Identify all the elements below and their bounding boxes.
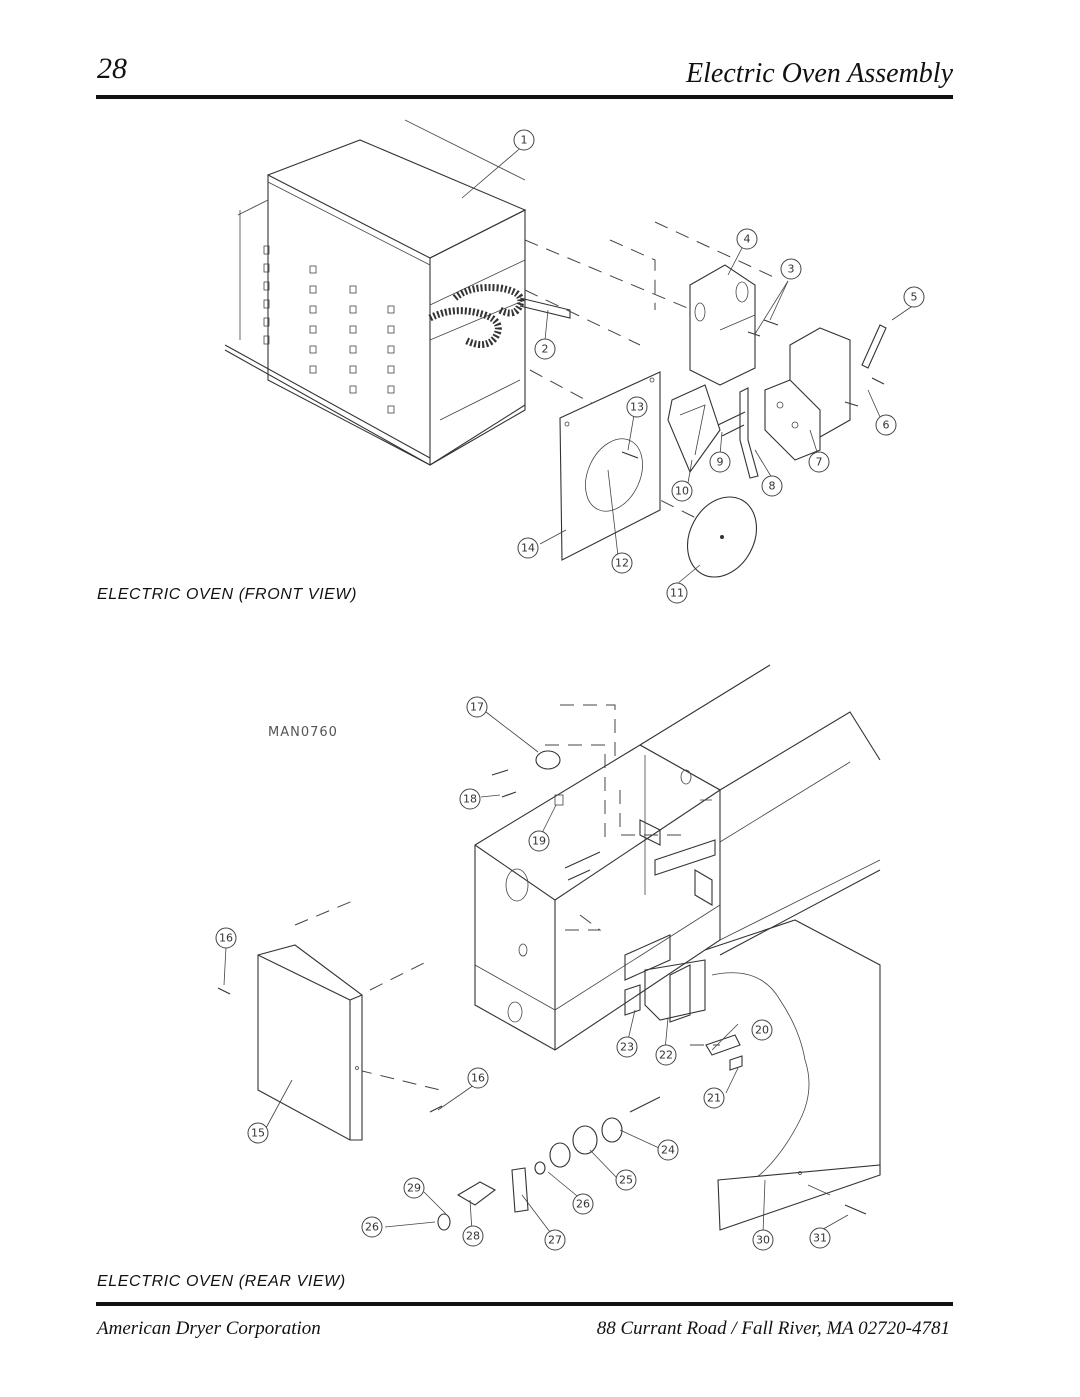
svg-text:3: 3 [788,263,795,276]
svg-text:22: 22 [659,1049,673,1062]
rear-panel-30 [717,1164,881,1231]
callout-6: 6 [875,414,897,436]
svg-text:18: 18 [463,793,477,806]
callout-1: 1 [513,129,535,151]
svg-text:16: 16 [219,932,233,945]
svg-text:20: 20 [755,1024,769,1037]
callout-9: 9 [709,451,731,473]
bracket-7 [764,379,821,461]
callout-13: 13 [626,396,648,418]
svg-text:23: 23 [620,1041,634,1054]
svg-text:4: 4 [744,233,751,246]
front-view-caption: ELECTRIC OVEN (FRONT VIEW) [97,586,358,603]
callout-27: 27 [544,1229,566,1251]
callout-18: 18 [459,788,481,810]
svg-text:16: 16 [471,1072,485,1085]
callout-26-upper: 26 [572,1193,594,1215]
control-box-internals [564,819,716,1023]
footer-rule [96,1302,953,1306]
callout-3: 3 [780,258,802,280]
heating-element-coils [428,284,571,348]
header-rule [96,95,953,99]
page-number: 28 [97,52,127,85]
svg-text:10: 10 [675,485,689,498]
svg-text:13: 13 [630,401,644,414]
callout-12: 12 [611,552,633,574]
svg-text:11: 11 [670,587,684,600]
callout-31: 31 [809,1227,831,1249]
callout-25: 25 [615,1169,637,1191]
screw-16a [217,987,231,995]
callout-8: 8 [761,475,783,497]
thermostat-17 [535,750,561,770]
callout-17: 17 [466,696,488,718]
front-view-drawing [224,119,915,585]
callout-2: 2 [534,338,556,360]
callout-15: 15 [247,1122,269,1144]
svg-text:25: 25 [619,1174,633,1187]
callout-24: 24 [657,1139,679,1161]
callout-29: 29 [403,1177,425,1199]
screw-16b [429,1105,443,1113]
callout-10: 10 [671,480,693,502]
callout-19: 19 [528,830,550,852]
bracket-8 [739,387,759,479]
svg-text:26: 26 [365,1221,379,1234]
front-panel [559,371,661,561]
svg-text:19: 19 [532,835,546,848]
svg-text:15: 15 [251,1127,265,1140]
svg-text:12: 12 [615,557,629,570]
callout-7: 7 [808,451,830,473]
svg-text:5: 5 [911,291,918,304]
screws-front [621,319,885,459]
callout-11: 11 [666,582,688,604]
svg-text:31: 31 [813,1232,827,1245]
callout-30: 30 [752,1229,774,1251]
svg-text:26: 26 [576,1198,590,1211]
svg-text:28: 28 [466,1230,480,1243]
drawing-number: MAN0760 [268,725,338,740]
footer-address: 88 Currant Road / Fall River, MA 02720-4… [596,1318,950,1339]
rear-cover-15 [257,944,363,1141]
svg-text:21: 21 [707,1092,721,1105]
callout-14: 14 [517,537,539,559]
oven-housing [224,119,527,466]
callout-22: 22 [655,1044,677,1066]
svg-text:7: 7 [816,456,823,469]
svg-text:17: 17 [470,701,484,714]
svg-text:9: 9 [717,456,724,469]
svg-text:1: 1 [521,134,528,147]
page-title: Electric Oven Assembly [686,58,953,89]
footer-company: American Dryer Corporation [97,1318,321,1339]
callout-21: 21 [703,1087,725,1109]
callout-16-right: 16 [467,1067,489,1089]
callout-4: 4 [736,228,758,250]
callout-20: 20 [751,1019,773,1041]
callout-16-left: 16 [215,927,237,949]
control-box-shell [474,744,721,1051]
svg-text:8: 8 [769,480,776,493]
svg-text:24: 24 [661,1144,675,1157]
callout-5: 5 [903,286,925,308]
rear-view-drawing: MAN0760 [217,664,881,1237]
sensor-wire [711,972,810,1181]
callout-28: 28 [462,1225,484,1247]
svg-text:2: 2 [542,343,549,356]
svg-text:27: 27 [548,1234,562,1247]
rear-view-caption: ELECTRIC OVEN (REAR VIEW) [97,1273,346,1290]
switch-bracket [689,264,756,386]
callout-26-lower: 26 [361,1216,383,1238]
svg-text:29: 29 [407,1182,421,1195]
bracket-10 [667,384,721,474]
small-parts-rear [437,1034,867,1231]
callout-23: 23 [616,1036,638,1058]
svg-text:6: 6 [883,419,890,432]
svg-text:30: 30 [756,1234,770,1247]
svg-text:14: 14 [521,542,535,555]
